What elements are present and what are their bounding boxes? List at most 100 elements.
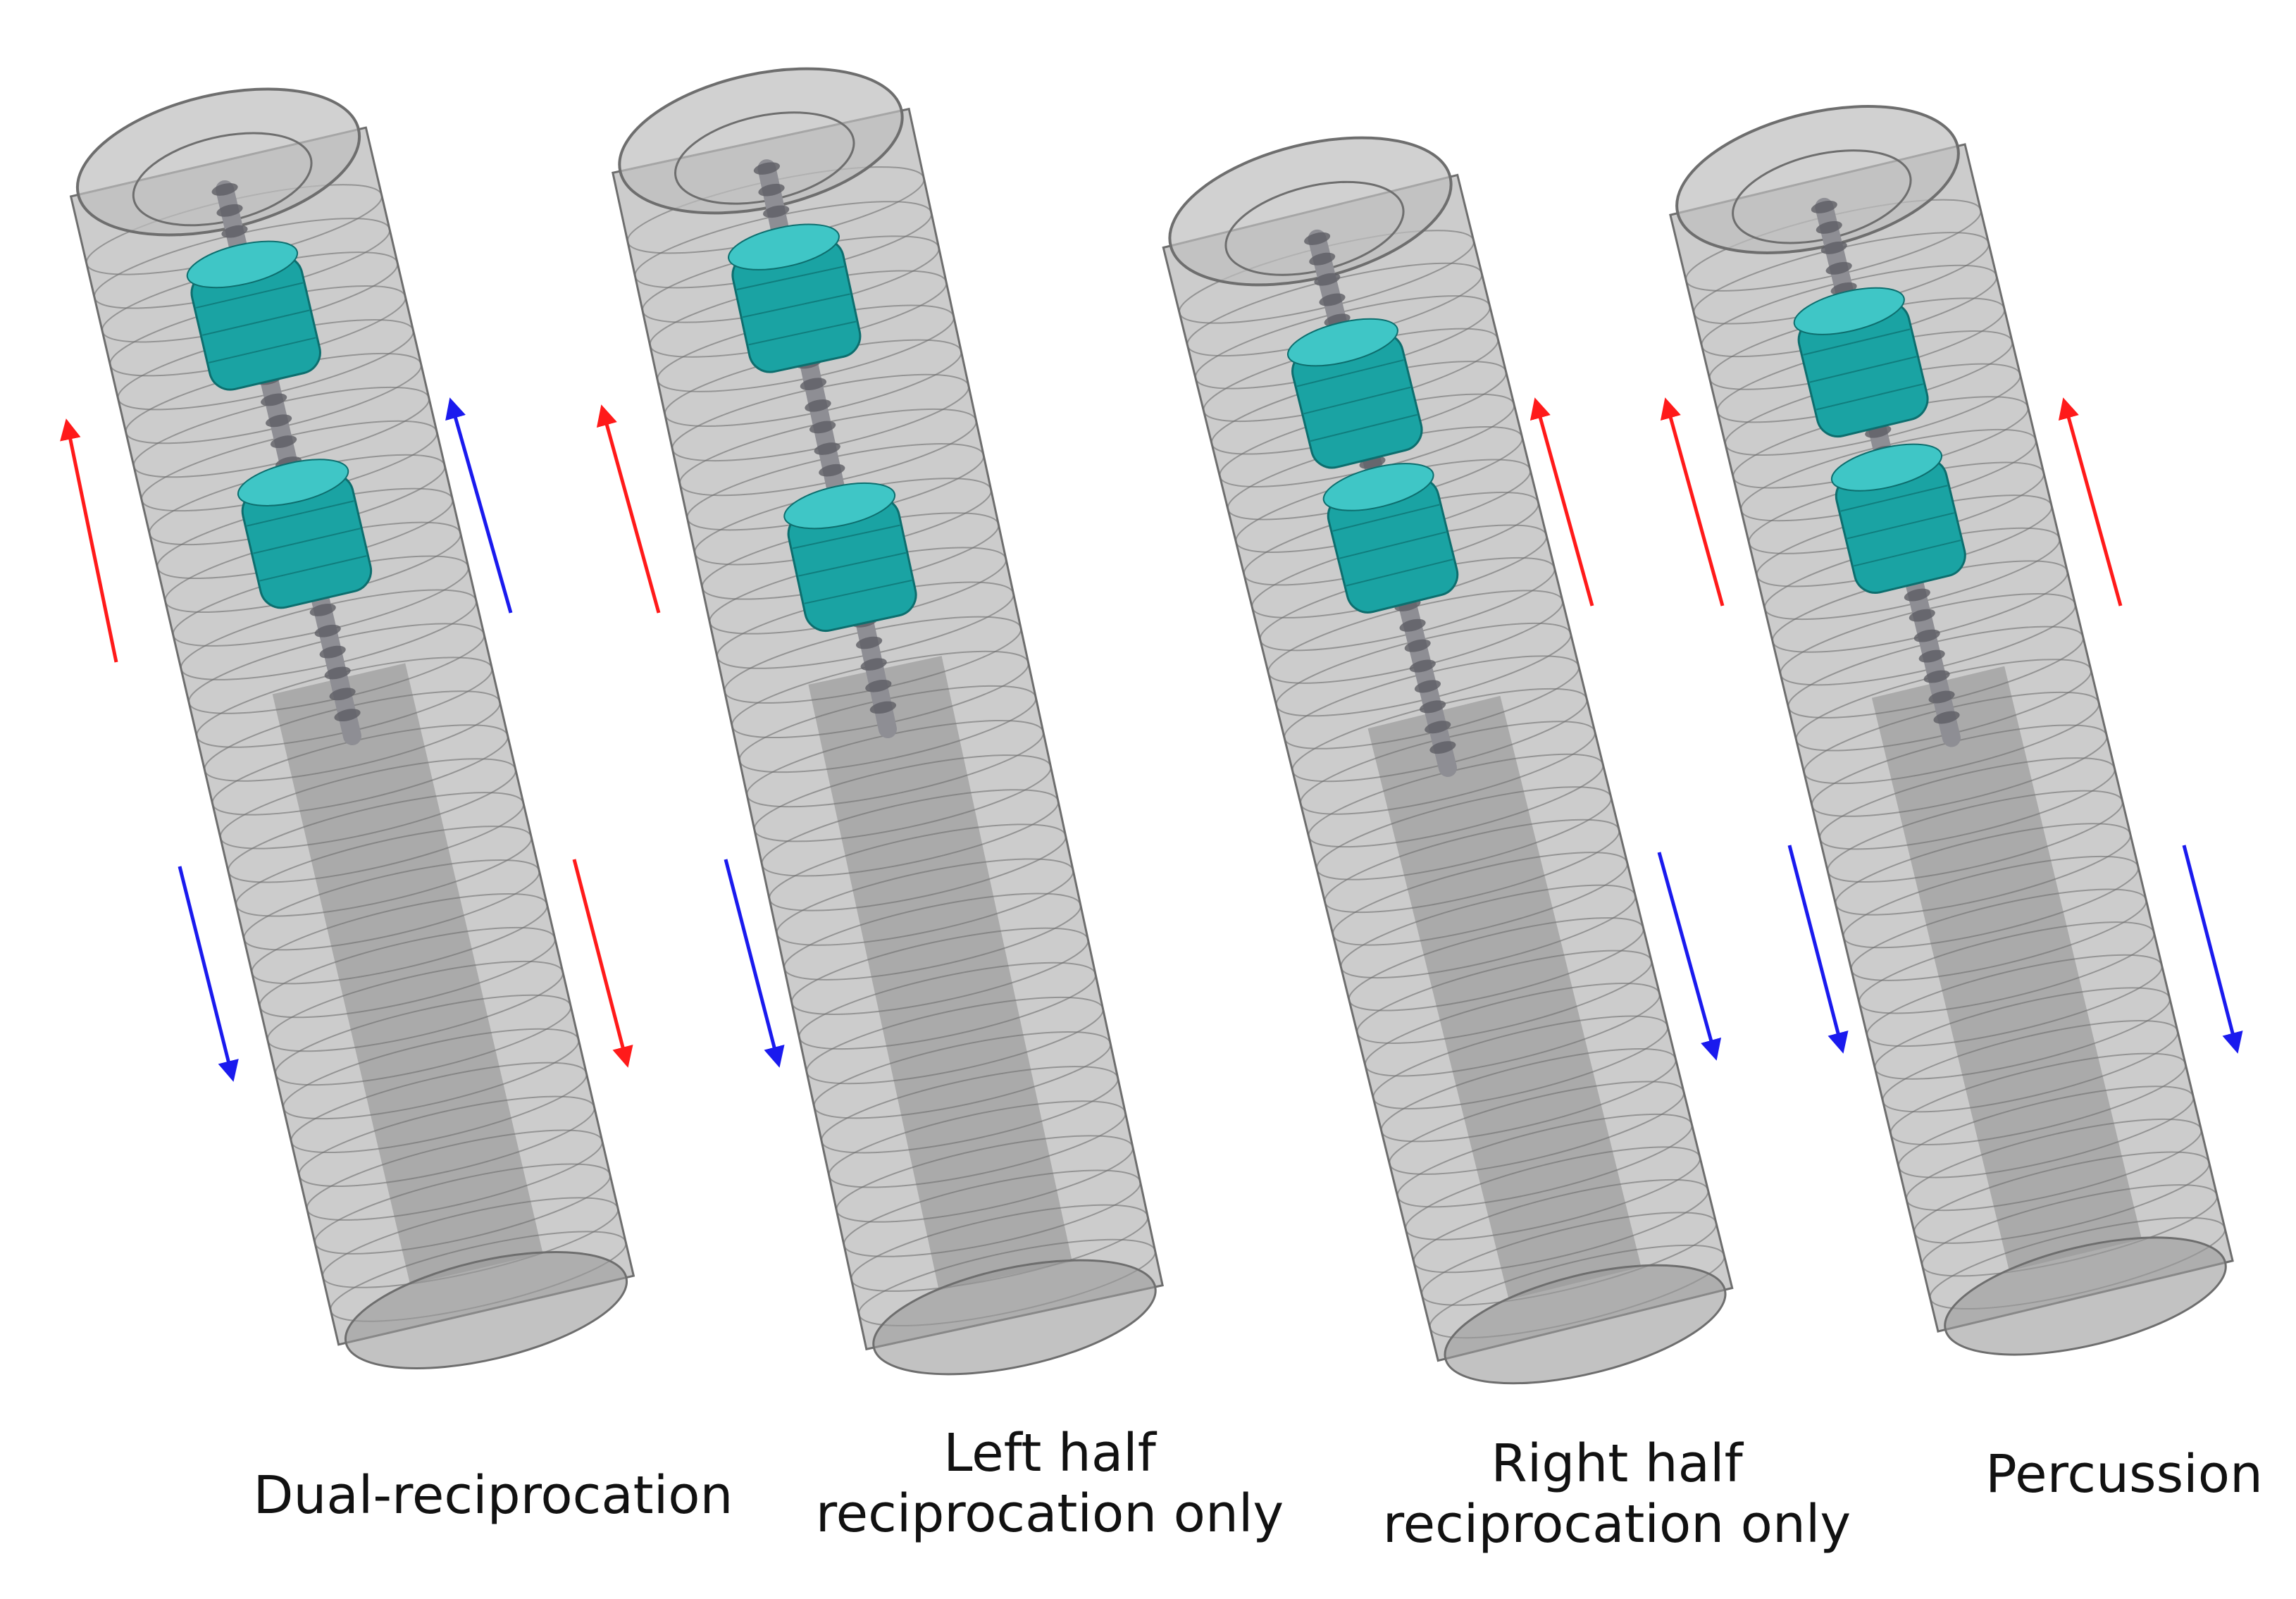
screw-thread: [221, 225, 248, 238]
screw-thread: [266, 414, 292, 428]
screw-thread: [1319, 293, 1346, 306]
shell-ring: [1819, 757, 2116, 850]
screw-thread: [1928, 690, 1955, 704]
screw-thread: [1409, 659, 1436, 673]
nut-groove: [1803, 328, 1911, 356]
shell-ring: [828, 1100, 1127, 1188]
bottom-cap: [344, 1251, 628, 1369]
nut-groove: [1303, 386, 1411, 415]
screw-thread: [319, 645, 346, 659]
shell-ring: [813, 1031, 1112, 1119]
shell-ring: [251, 892, 548, 985]
screw-thread: [1825, 261, 1852, 275]
shell-ring: [274, 994, 572, 1086]
screw-thread: [809, 421, 836, 434]
shell-ring: [1874, 987, 2171, 1080]
right-arrow-blue-down-3: [1657, 852, 1722, 1061]
screw-thread: [261, 393, 287, 406]
nut-groove: [1816, 383, 1924, 411]
actuator-render-3: [1162, 136, 1734, 1385]
shell-ring: [1882, 1020, 2179, 1113]
screw-thread: [1904, 588, 1930, 602]
screw-thread: [1429, 741, 1456, 754]
screw-thread: [1425, 721, 1451, 734]
right-arrow-red-up-3: [1529, 397, 1594, 606]
screw-thread: [1909, 609, 1935, 622]
shell-ring: [1413, 1178, 1709, 1274]
shell-ring: [290, 1062, 588, 1154]
shell-ring: [1835, 823, 2132, 916]
screw-thread: [814, 442, 840, 455]
shell-ring: [821, 1066, 1119, 1154]
screw-nut-2: [1830, 443, 1966, 594]
shell-ring: [259, 926, 556, 1019]
shell-ring: [1897, 1085, 2195, 1178]
shell-ring: [805, 996, 1104, 1085]
screw-thread: [1913, 629, 1940, 642]
bottom-cap: [872, 1259, 1157, 1376]
actuator-render-1: [69, 87, 635, 1369]
shell-ring: [1842, 855, 2140, 949]
nut-groove: [1332, 504, 1440, 532]
actuator-render-4: [1669, 105, 2234, 1356]
right-arrow-blue-down-4: [2182, 845, 2243, 1054]
shell-ring: [1380, 1047, 1677, 1143]
screw-thread: [800, 378, 827, 391]
left-arrow-blue-down-2: [724, 859, 785, 1068]
shell-ring: [1396, 1113, 1693, 1208]
nut-groove: [247, 500, 354, 527]
nut-groove: [1346, 559, 1453, 587]
left-arrow-blue-down-4: [1787, 845, 1849, 1054]
screw-thread: [1933, 711, 1960, 724]
nut-groove: [1310, 413, 1417, 442]
screw-thread: [1304, 232, 1331, 245]
screw-nut-2: [1322, 463, 1459, 614]
screw-thread: [329, 687, 356, 701]
nut-groove: [195, 282, 304, 309]
shell-ring: [1364, 983, 1661, 1077]
screw-thread: [758, 183, 785, 197]
shell-ring: [1850, 888, 2147, 981]
nut-groove: [1809, 356, 1917, 383]
shell-ring: [1332, 852, 1628, 946]
screw-thread: [1420, 700, 1446, 714]
nut-top: [1793, 287, 1905, 335]
shell-ring: [1858, 921, 2155, 1014]
screw-nut-2: [237, 459, 373, 609]
shell-ring: [1372, 1015, 1669, 1109]
screw-thread: [762, 205, 790, 218]
screw-thread: [1816, 220, 1842, 234]
shell-ring: [1315, 786, 1612, 881]
caption-percussion: Percussion: [1985, 1444, 2263, 1505]
screw-thread: [1918, 649, 1945, 663]
shell-ring: [798, 962, 1097, 1050]
shell-ring: [266, 960, 564, 1052]
shell-ring: [1389, 1081, 1685, 1175]
shell-ring: [1866, 954, 2163, 1047]
nut-groove: [736, 266, 845, 291]
nut-top: [783, 482, 896, 530]
left-arrow-red-up-1: [60, 418, 118, 663]
screw-thread: [334, 709, 361, 722]
bottom-cap: [1444, 1264, 1727, 1385]
nut-top: [1830, 443, 1943, 492]
screw-thread: [869, 701, 897, 714]
nut-groove: [1339, 531, 1446, 559]
screw-thread: [309, 604, 336, 616]
nut-groove: [202, 309, 310, 336]
screw-thread: [1404, 639, 1431, 652]
shell-ring: [753, 754, 1052, 842]
nut-top: [1322, 463, 1434, 511]
nut-groove: [792, 524, 900, 549]
nut-top: [186, 240, 299, 289]
screw-nut-2: [783, 482, 917, 633]
right-arrow-red-down-1: [572, 859, 633, 1068]
screw-thread: [1923, 670, 1950, 683]
right-arrow-red-up-4: [2058, 397, 2123, 606]
shell-ring: [790, 927, 1089, 1015]
nut-groove: [1847, 512, 1954, 540]
left-arrow-red-up-4: [1660, 397, 1725, 606]
caption-dual-reciprocation: Dual-reciprocation: [253, 1465, 733, 1526]
screw-nut-1: [1793, 287, 1929, 438]
